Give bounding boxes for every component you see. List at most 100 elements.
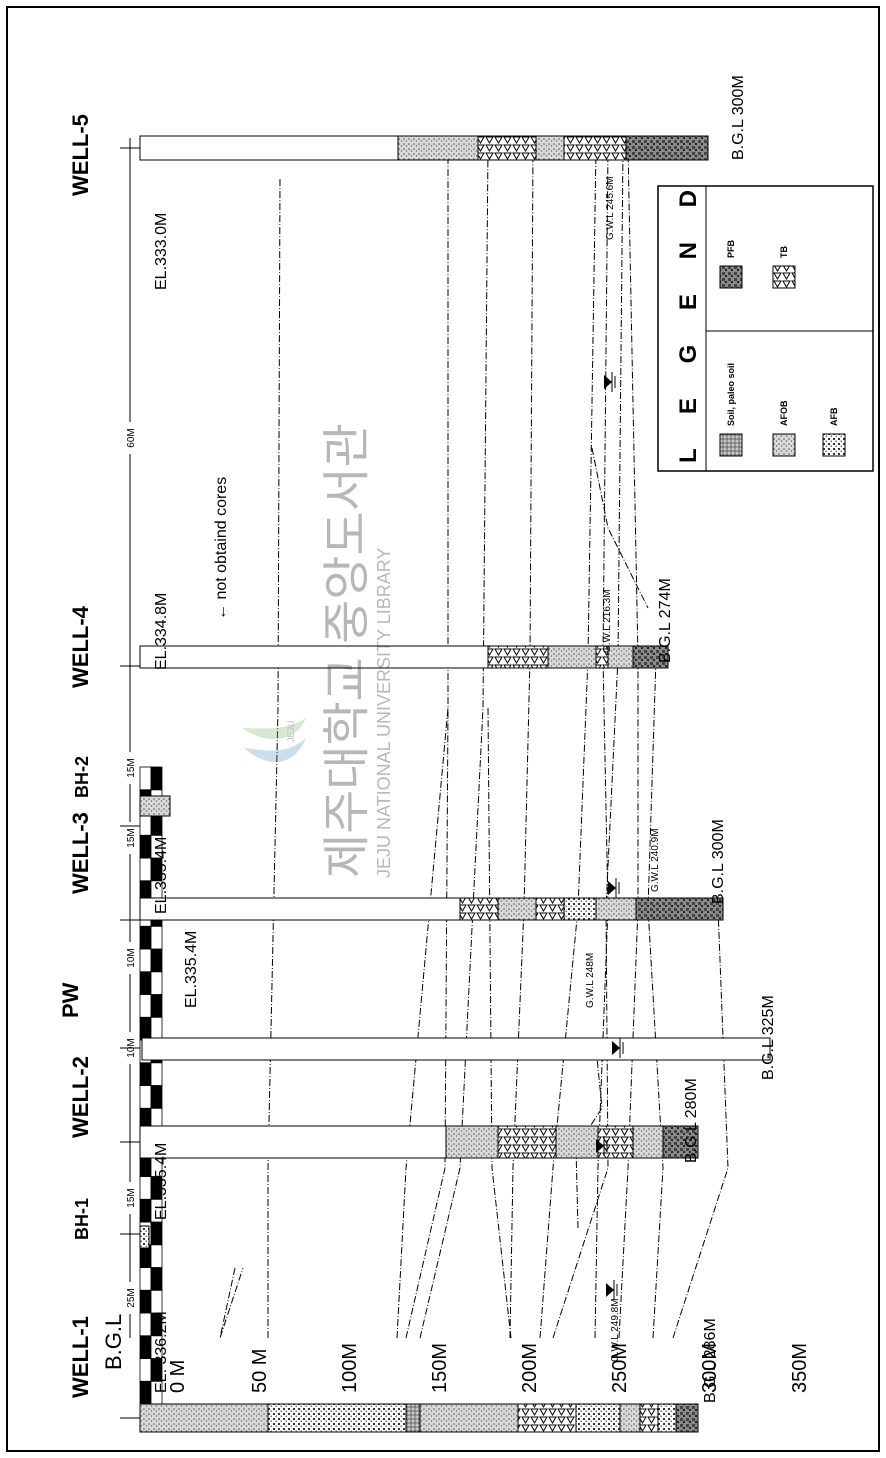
scale-tick-label: 50 M: [249, 1349, 271, 1393]
layer-afob: [497, 897, 537, 921]
layer-soil: [405, 1403, 421, 1433]
water-level-symbol: [596, 1139, 604, 1153]
well-label-well-5: WELL-5: [68, 114, 93, 196]
scale-segment: [150, 1062, 163, 1086]
el-pw: EL.335.4M: [183, 931, 200, 1008]
gwl-well-4: G.W.L 216.3M: [602, 589, 613, 653]
gwl-labels: G.W.L 249.8M G.W.L 248M G.W.L 240.9M G.W…: [585, 176, 661, 1362]
layer-afob: [397, 135, 479, 161]
layer-tb: [597, 1125, 634, 1159]
groundwater-symbols: [596, 372, 624, 1300]
layer-blank: [139, 135, 399, 161]
scale-tick-label: 200M: [519, 1343, 541, 1393]
layer-afob: [139, 795, 171, 817]
scale-segment: [150, 948, 163, 973]
well-label-well-4: WELL-4: [68, 605, 93, 688]
layer-afob: [595, 897, 637, 921]
legend-label-afob: AFOB: [779, 400, 789, 426]
water-level-symbol: [604, 375, 612, 389]
layer-afob: [535, 135, 565, 161]
spacing-label: 60M: [126, 428, 137, 447]
scale-tick-label: 300M: [699, 1343, 721, 1393]
layer-pfb: [662, 1125, 699, 1159]
layer-tb: [639, 1403, 659, 1433]
el-well-3: EL.335.4M: [153, 837, 170, 914]
layer-afob: [632, 1125, 664, 1159]
well-columns: [139, 135, 771, 1433]
watermark-korean: 제주대학교 중앙도서관: [321, 423, 374, 878]
layer-afob: [547, 645, 597, 669]
bgl-well-3: B.G.L 300M: [710, 819, 727, 904]
bgl-well-1: B.G.L 286M: [702, 1318, 719, 1403]
scale-segment: [139, 766, 152, 791]
el-well-4: EL.334.8M: [153, 593, 170, 670]
spacing-label: 15M: [126, 1188, 137, 1207]
scale-segment: [150, 766, 163, 791]
scale-segment: [139, 1358, 152, 1382]
layer-pfb: [635, 897, 724, 921]
layer-blank: [139, 897, 461, 921]
layer-afob: [619, 1403, 641, 1433]
layer-afob: [555, 1125, 599, 1159]
scale-segment: [139, 1198, 152, 1223]
water-level-symbol: [608, 881, 616, 895]
scale-segment: [150, 1085, 163, 1109]
layer-pfb: [625, 135, 709, 161]
legend-label-pfb: PFB: [726, 239, 736, 258]
layer-afb: [563, 897, 597, 921]
layer-afb: [575, 1403, 621, 1433]
well-label-pw: PW: [58, 982, 83, 1018]
bgl-well-4: B.G.L 274M: [657, 578, 674, 663]
scale-segment: [150, 994, 163, 1018]
spacing-gap: [124, 942, 136, 974]
layer-tb: [459, 897, 499, 921]
gwl-well-3: G.W.L 240.9M: [650, 828, 661, 892]
spacing-gap: [124, 822, 136, 854]
layer-pfb: [675, 1403, 699, 1433]
layer-tb: [477, 135, 537, 161]
layer-tb: [535, 897, 565, 921]
layer-afb: [657, 1403, 677, 1433]
el-well-1: EL. 336.2M: [153, 1311, 170, 1393]
bgl-labels: B.G.L 286M B.G.L 280M B.G.L 325M B.G.L 3…: [657, 75, 777, 1403]
gwl-well-1: G.W.L 249.8M: [610, 1298, 621, 1362]
elevation-labels: EL. 336.2M EL.335.4M EL.335.4M EL.335.4M…: [153, 213, 230, 1393]
scale-axis-label: B.G.L: [101, 1314, 126, 1370]
scale-segment: [139, 834, 152, 859]
scale-segment: [139, 1380, 152, 1405]
scale-segment: [150, 1221, 163, 1246]
layer-tb: [487, 645, 549, 669]
scale-segment: [150, 925, 163, 950]
well-label-well-1: WELL-1: [68, 1316, 93, 1398]
bgl-well-5: B.G.L 300M: [730, 75, 747, 160]
legend-label-afb: AFB: [829, 407, 839, 426]
water-level-symbol: [606, 1283, 614, 1297]
layer-afob: [419, 1403, 519, 1433]
spacing-label: 15M: [126, 758, 137, 777]
library-watermark: JEJU 제주대학교 중앙도서관 JEJU NATIONAL UNIVERSIT…: [242, 423, 394, 878]
layer-afb: [139, 1225, 150, 1249]
legend-swatch-afb: [822, 433, 846, 457]
spacing-gap: [124, 1182, 136, 1214]
scale-segment: [150, 971, 163, 995]
layer-tb: [497, 1125, 557, 1159]
scale-segment: [150, 1289, 163, 1314]
scale-segment: [139, 1085, 152, 1109]
scale-segment: [139, 1176, 152, 1200]
scale-segment: [150, 1016, 163, 1041]
gwl-well-5: G.W.L 245.6M: [605, 176, 616, 240]
legend-swatch-soil: [719, 433, 743, 457]
scale-tick-label: 350M: [789, 1343, 811, 1393]
scale-tick-label: 250M: [609, 1343, 631, 1393]
scale-segment: [150, 1244, 163, 1268]
watermark-logo-text: JEJU: [286, 720, 296, 742]
layer-blank: [139, 645, 489, 669]
well-label-well-3: WELL-3: [68, 812, 93, 894]
correlation-lines: [219, 147, 729, 1339]
layer-blank: [141, 1037, 771, 1061]
well-label-bh-2: BH-2: [72, 756, 92, 798]
legend-swatch-afob: [772, 433, 796, 457]
